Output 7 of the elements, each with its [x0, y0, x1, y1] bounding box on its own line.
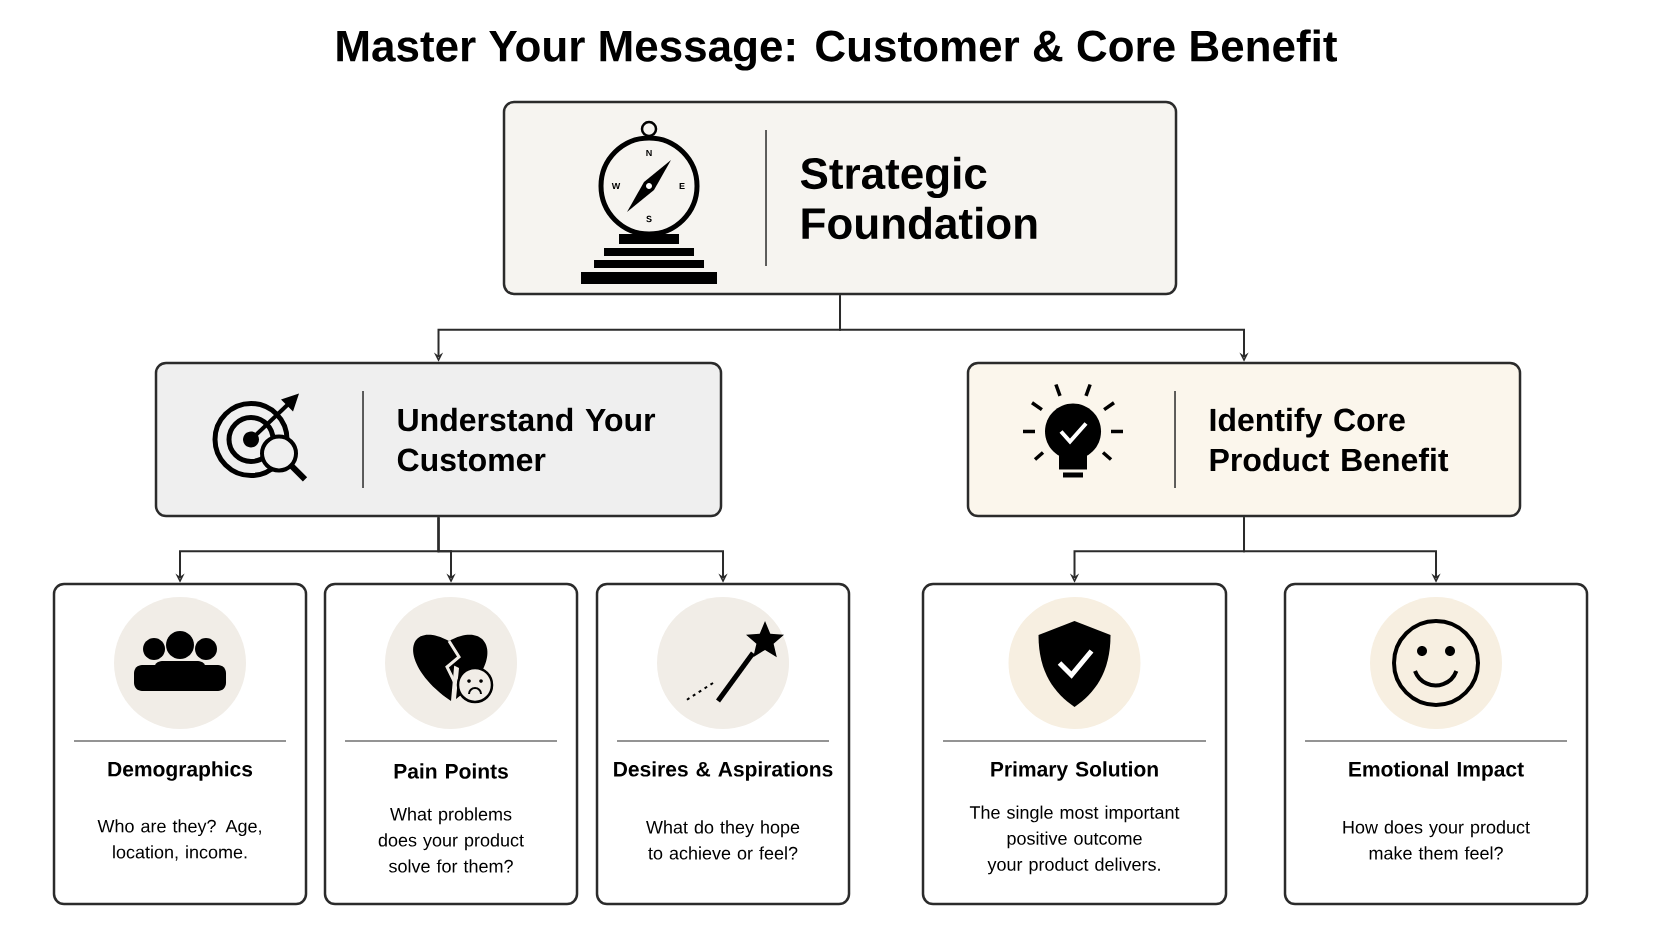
title: Master Your Message: Customer & Core Benefit: [337, 29, 1337, 71]
category-box: Identify Core Product Benefit: [966, 361, 1522, 518]
compass-letter: W: [611, 182, 621, 190]
compass-letter: S: [646, 215, 652, 223]
category-box: Understand Your Customer: [154, 361, 723, 518]
compass-letter: E: [679, 182, 685, 190]
compass-letter: N: [646, 149, 652, 157]
